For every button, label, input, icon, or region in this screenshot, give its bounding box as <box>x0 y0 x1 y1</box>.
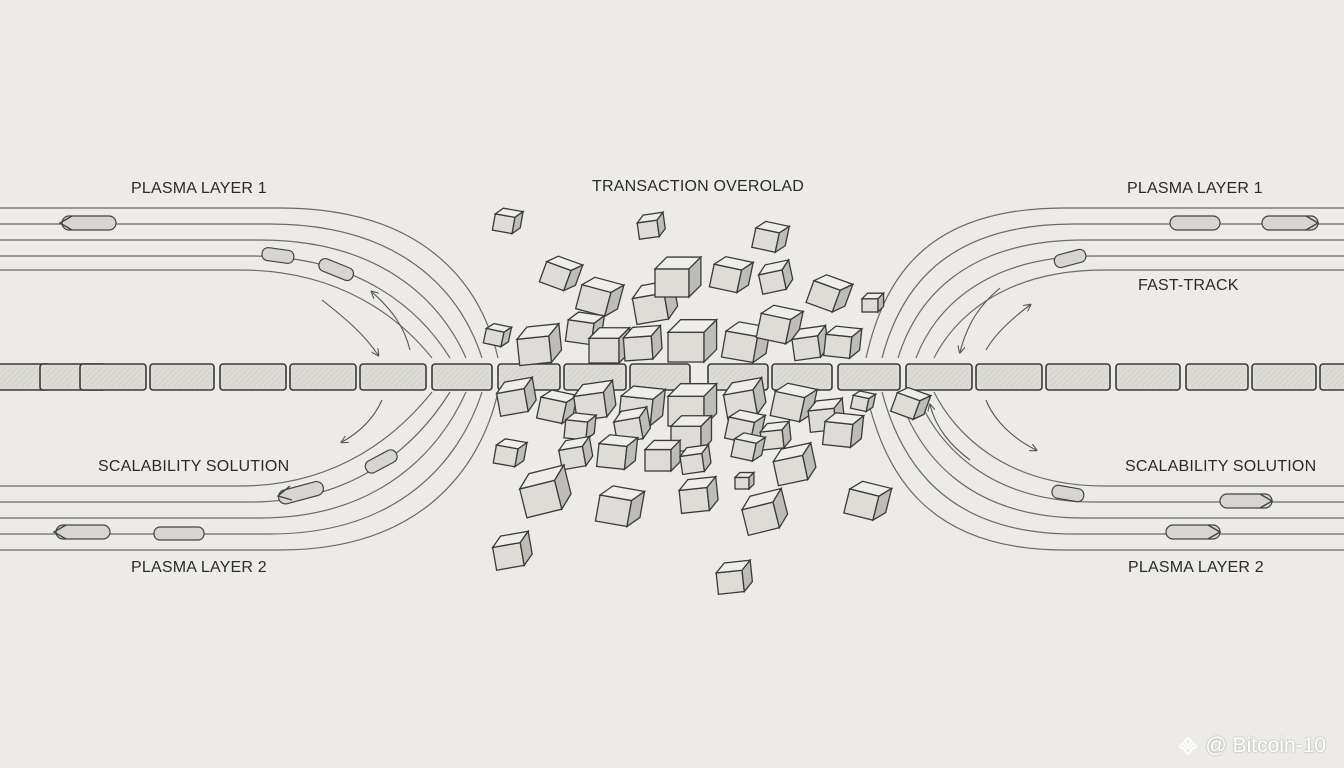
chain-block <box>1115 363 1181 391</box>
transaction-cube <box>849 390 878 413</box>
chain-block <box>289 363 357 391</box>
chain-block <box>219 363 287 391</box>
transaction-cube <box>860 291 886 314</box>
transaction-cube <box>740 486 789 537</box>
transaction-cube <box>495 375 537 417</box>
transaction-cubes-pile <box>482 207 933 596</box>
transaction-cube <box>643 438 682 473</box>
label-plasma-layer-2-right: PLASMA LAYER 2 <box>1128 559 1264 576</box>
label-scalability-solution-right: SCALABILITY SOLUTION <box>1125 458 1317 475</box>
capsule-arrow-left-1 <box>61 215 117 231</box>
transaction-cube <box>805 274 855 314</box>
chain-block <box>431 363 493 391</box>
binance-logo-icon <box>1179 736 1198 756</box>
chain-block <box>79 363 147 391</box>
transaction-cube <box>621 323 663 362</box>
transaction-cube <box>678 443 712 476</box>
transaction-cube <box>733 470 756 491</box>
chain-block <box>1251 363 1317 391</box>
transaction-cube <box>677 475 719 515</box>
transaction-cube <box>755 304 805 346</box>
transaction-cube <box>491 529 533 571</box>
main-blockchain <box>0 363 1344 391</box>
label-scalability-solution-left: SCALABILITY SOLUTION <box>98 458 290 475</box>
label-transaction-overload: TRANSACTION OVEROLAD <box>592 178 805 195</box>
transaction-cube <box>563 412 598 442</box>
chain-block <box>629 363 691 391</box>
transaction-cube <box>889 386 933 421</box>
transaction-cube <box>769 382 819 424</box>
transaction-cube <box>557 434 594 471</box>
transaction-cube <box>538 255 585 292</box>
chain-block <box>1319 363 1344 391</box>
label-fast-track: FAST-TRACK <box>1138 277 1239 294</box>
transaction-cube <box>714 558 754 596</box>
transaction-cube <box>482 322 514 349</box>
transaction-cube <box>821 412 866 449</box>
watermark-text: @ Bitcoin-10 <box>1205 734 1326 757</box>
chain-block <box>0 363 51 391</box>
chain-block <box>837 363 901 391</box>
label-plasma-layer-1-right: PLASMA LAYER 1 <box>1127 180 1263 197</box>
label-plasma-layer-2-left: PLASMA LAYER 2 <box>131 559 267 576</box>
transaction-cube <box>843 480 894 522</box>
transaction-cube <box>594 485 647 528</box>
chain-block <box>905 363 973 391</box>
transaction-cube <box>822 325 864 360</box>
transaction-cube <box>492 438 529 469</box>
transaction-cube <box>750 220 791 254</box>
transaction-cube <box>758 419 792 451</box>
transaction-cube <box>771 441 817 487</box>
transaction-cube <box>757 258 794 296</box>
watermark: @ Bitcoin-10 <box>1177 734 1326 758</box>
transaction-cube <box>515 322 563 367</box>
transaction-cube <box>595 434 640 471</box>
transaction-cube <box>518 463 572 519</box>
chain-block <box>975 363 1043 391</box>
chain-block <box>1045 363 1111 391</box>
capsule-arrowheads <box>52 215 1320 540</box>
label-plasma-layer-1-left: PLASMA LAYER 1 <box>131 180 267 197</box>
chain-block <box>359 363 427 391</box>
transaction-cube <box>730 432 768 463</box>
transaction-cube <box>574 276 626 318</box>
flow-arrows <box>321 287 1036 461</box>
transaction-cube <box>635 210 666 241</box>
chain-block <box>1185 363 1249 391</box>
transaction-cube <box>666 318 719 364</box>
transaction-cube <box>535 389 579 425</box>
chain-block <box>149 363 215 391</box>
transaction-cube <box>653 255 703 299</box>
transaction-cube <box>708 255 755 295</box>
transaction-cube <box>491 207 525 236</box>
transaction-cube <box>572 378 617 422</box>
